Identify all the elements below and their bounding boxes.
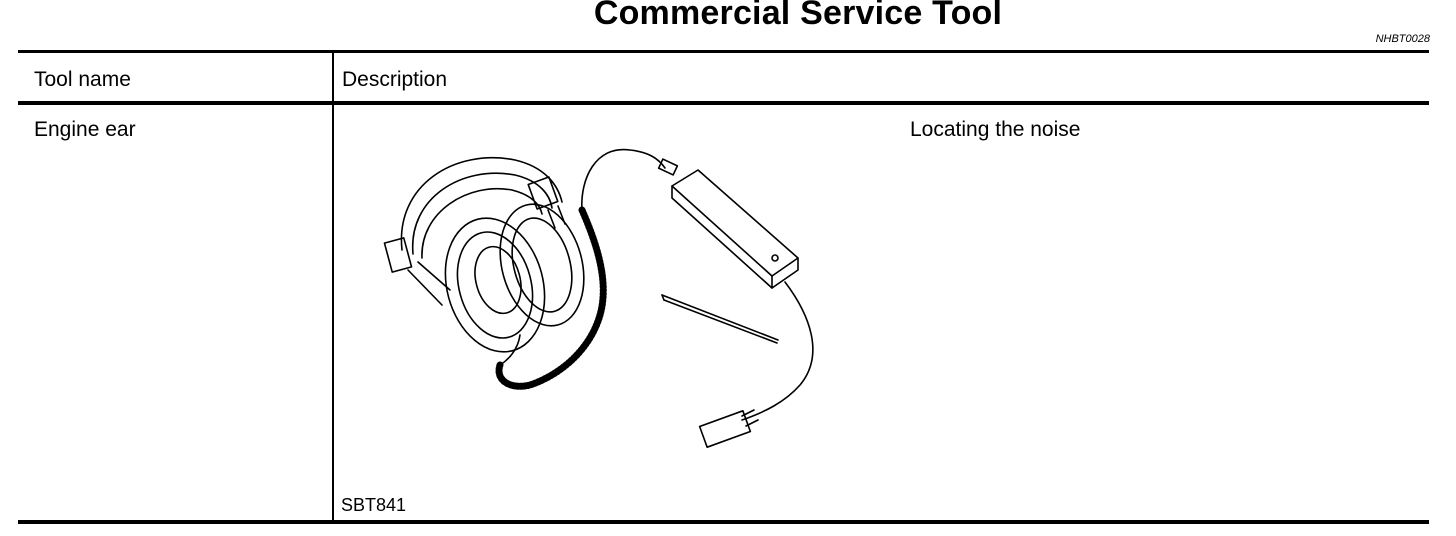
engine-ear-icon	[383, 148, 814, 449]
header-tool-name: Tool name	[34, 68, 131, 91]
column-divider	[332, 53, 334, 520]
cell-description: Locating the noise	[910, 118, 1081, 141]
document-code: NHBT0028	[1375, 33, 1430, 45]
header-divider	[18, 101, 1429, 105]
table-top-border	[18, 50, 1429, 53]
cell-tool-name: Engine ear	[34, 118, 136, 141]
header-description: Description	[342, 68, 448, 91]
figure-code: SBT841	[341, 495, 407, 515]
page-title: Commercial Service Tool	[593, 0, 1003, 32]
table-bottom-border	[18, 520, 1429, 524]
